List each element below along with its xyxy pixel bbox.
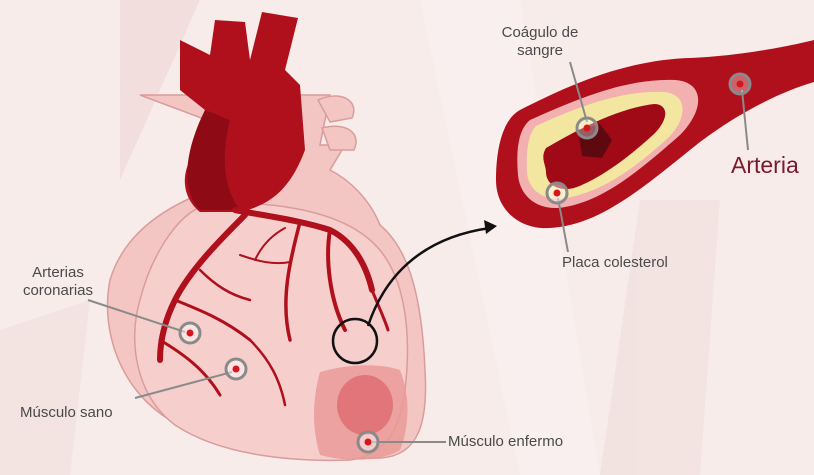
label-coagulo-line1: Coágulo de: [493, 24, 587, 42]
label-musculo-sano: Músculo sano: [20, 404, 113, 422]
label-placa: Placa colesterol: [562, 254, 668, 272]
marker-diseased-muscle: [358, 432, 378, 452]
marker-artery: [730, 74, 750, 94]
marker-clot: [577, 118, 597, 138]
marker-plaque: [547, 183, 567, 203]
label-coagulo-line2: sangre: [493, 42, 587, 60]
label-coronarias: Arterias coronarias: [10, 264, 106, 300]
label-coronarias-line2: coronarias: [10, 282, 106, 300]
label-musculo-enfermo: Músculo enfermo: [448, 433, 563, 451]
label-coagulo: Coágulo de sangre: [493, 24, 587, 60]
label-arteria: Arteria: [731, 152, 799, 178]
marker-coronary: [180, 323, 200, 343]
marker-healthy-muscle: [226, 359, 246, 379]
label-coronarias-line1: Arterias: [10, 264, 106, 282]
artery-section: [496, 40, 814, 228]
